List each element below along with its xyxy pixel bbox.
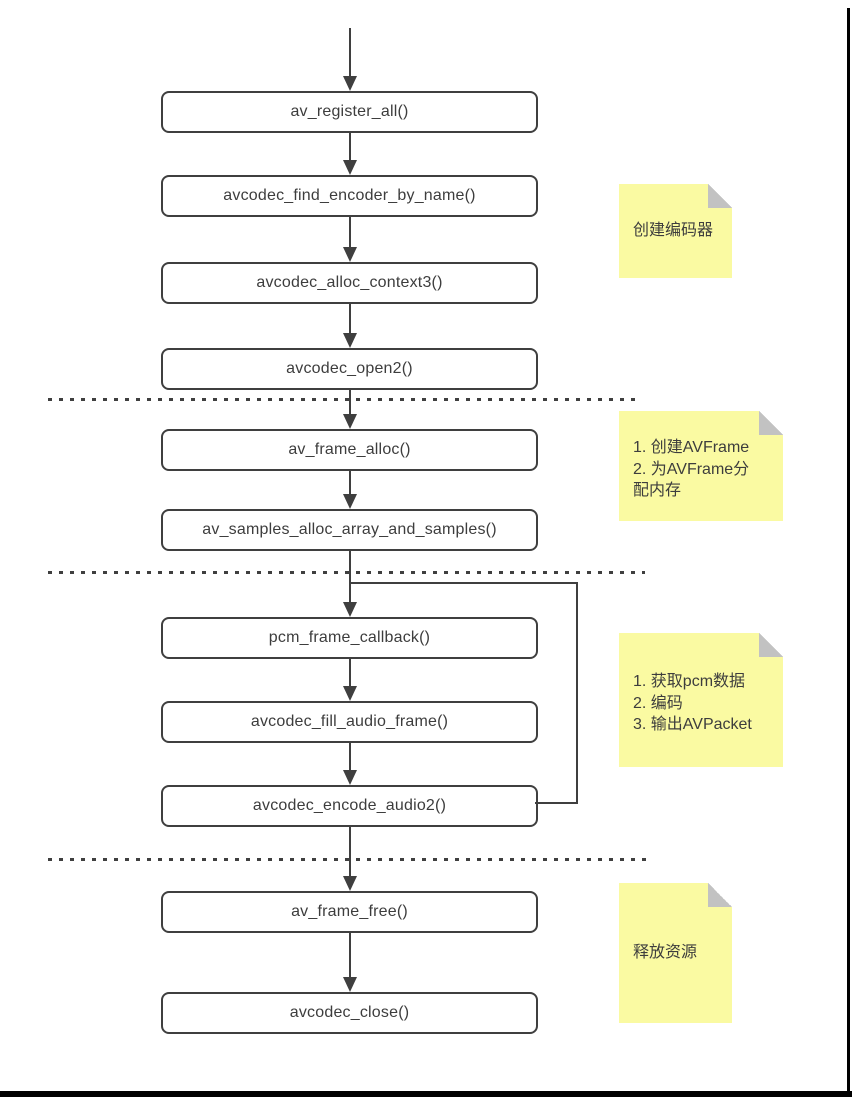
arrow-line	[349, 471, 351, 494]
folded-corner-icon	[708, 184, 732, 208]
flow-node-label: avcodec_open2()	[286, 360, 413, 377]
flow-node-encode-audio2: avcodec_encode_audio2()	[161, 785, 538, 827]
flow-node-label: avcodec_encode_audio2()	[252, 797, 447, 814]
flow-node-av-register-all: av_register_all()	[161, 91, 538, 133]
flow-node-label: av_frame_free()	[291, 903, 408, 920]
arrow-line	[349, 217, 351, 247]
arrow-head-icon	[343, 160, 357, 175]
flow-node-label: av_register_all()	[290, 103, 409, 120]
arrow-line	[349, 304, 351, 333]
flow-node-open2: avcodec_open2()	[161, 348, 538, 390]
section-divider	[48, 858, 648, 861]
arrow-line	[349, 551, 351, 602]
sticky-note-text: 释放资源	[633, 944, 698, 962]
flow-node-alloc-context3: avcodec_alloc_context3()	[161, 262, 538, 304]
folded-corner-icon	[759, 411, 783, 435]
flow-node-label: avcodec_fill_audio_frame()	[250, 713, 449, 730]
sticky-note-text: 1. 获取pcm数据 2. 编码 3. 输出AVPacket	[633, 673, 752, 734]
folded-corner-icon	[759, 633, 783, 657]
arrow-head-icon	[343, 247, 357, 262]
flow-node-label: av_samples_alloc_array_and_samples()	[202, 521, 497, 538]
sticky-note-text: 1. 创建AVFrame 2. 为AVFrame分 配内存	[633, 439, 750, 500]
flow-node-label: avcodec_find_encoder_by_name()	[223, 187, 476, 204]
frame-edge-right	[847, 8, 850, 1097]
loop-line-top	[350, 582, 578, 584]
arrow-head-icon	[343, 686, 357, 701]
arrow-head-icon	[343, 414, 357, 429]
arrow-line	[349, 390, 351, 414]
arrow-head-icon	[343, 876, 357, 891]
flow-node-label: avcodec_close()	[289, 1004, 410, 1021]
arrow-line-start	[349, 28, 351, 76]
arrow-head-icon	[343, 333, 357, 348]
folded-corner-icon	[708, 883, 732, 907]
sticky-note-text: 创建编码器	[633, 222, 714, 240]
sticky-note-encode-loop: 1. 获取pcm数据 2. 编码 3. 输出AVPacket	[619, 633, 783, 767]
arrow-line	[349, 659, 351, 686]
flow-node-samples-alloc-array: av_samples_alloc_array_and_samples()	[161, 509, 538, 551]
arrow-head-icon	[343, 977, 357, 992]
flow-node-avcodec-close: avcodec_close()	[161, 992, 538, 1034]
flow-node-frame-free: av_frame_free()	[161, 891, 538, 933]
sticky-note-avframe: 1. 创建AVFrame 2. 为AVFrame分 配内存	[619, 411, 783, 521]
arrow-head-icon	[343, 770, 357, 785]
arrow-head-icon	[343, 602, 357, 617]
loop-line-right	[576, 582, 578, 804]
sticky-note-create-encoder: 创建编码器	[619, 184, 732, 278]
frame-edge-bottom	[0, 1091, 852, 1097]
arrow-line	[349, 743, 351, 770]
sticky-note-release-resources: 释放资源	[619, 883, 732, 1023]
flow-node-find-encoder-by-name: avcodec_find_encoder_by_name()	[161, 175, 538, 217]
flow-node-label: avcodec_alloc_context3()	[256, 274, 443, 291]
loop-line-bottom	[535, 802, 578, 804]
section-divider	[48, 398, 640, 401]
flow-node-pcm-frame-callback: pcm_frame_callback()	[161, 617, 538, 659]
arrow-line	[349, 933, 351, 977]
flow-node-label: av_frame_alloc()	[288, 441, 411, 458]
arrow-head-icon	[343, 494, 357, 509]
arrow-head-icon	[343, 76, 357, 91]
flow-node-label: pcm_frame_callback()	[268, 629, 431, 646]
section-divider	[48, 571, 645, 574]
flow-node-frame-alloc: av_frame_alloc()	[161, 429, 538, 471]
flow-node-fill-audio-frame: avcodec_fill_audio_frame()	[161, 701, 538, 743]
arrow-line	[349, 133, 351, 160]
arrow-line	[349, 827, 351, 876]
